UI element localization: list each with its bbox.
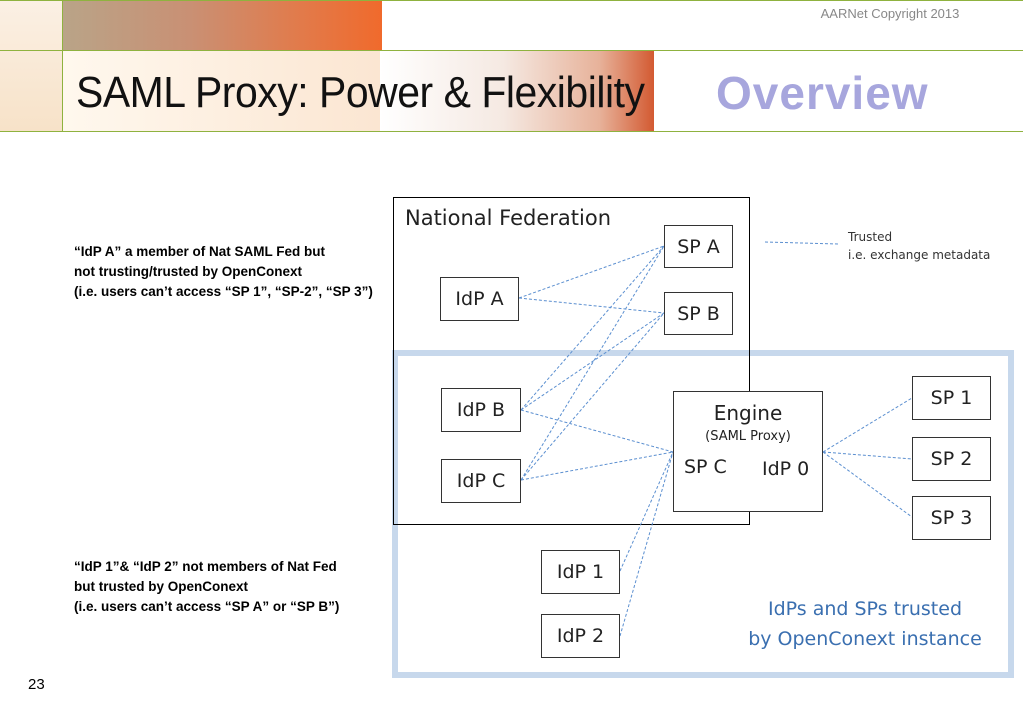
national-federation-label: National Federation: [405, 206, 612, 230]
opencontext-trust-zone: [392, 350, 1014, 678]
link-idp2-spc: [619, 451, 674, 637]
note-idp-1-2: “IdP 1”& “IdP 2” not members of Nat Fed …: [74, 557, 339, 617]
trust-zone-label-line-2: by OpenConext instance: [748, 628, 982, 650]
link-idpc-spa: [520, 245, 665, 481]
trust-zone-label: IdPs and SPs trusted by OpenConext insta…: [720, 594, 1010, 654]
link-idpb-spa: [520, 245, 665, 411]
node-sp-3: SP 3: [912, 496, 991, 540]
node-idp-c: IdP C: [441, 459, 521, 503]
trust-zone-label-line-1: IdPs and SPs trusted: [767, 598, 963, 620]
legend-line-1: Trusted: [848, 230, 893, 244]
node-idp-1: IdP 1: [541, 550, 620, 594]
node-sp-1: SP 1: [912, 376, 991, 420]
link-idp0-sp2: [822, 451, 913, 460]
note-idp-1-2-line-2: but trusted by OpenConext: [74, 579, 249, 594]
link-idpb-spb: [520, 312, 665, 411]
legend-line-2: i.e. exchange metadata: [848, 248, 991, 262]
legend: Trusted i.e. exchange metadata: [848, 228, 990, 264]
engine-title: Engine: [713, 401, 783, 425]
note-idp-a-line-1: “IdP A” a member of Nat SAML Fed but: [74, 244, 326, 259]
link-idp0-sp1: [822, 397, 913, 453]
slide-title: SAML Proxy: Power & Flexibility: [76, 68, 645, 117]
header-decoration-title-bg: [62, 50, 380, 132]
node-idp-2: IdP 2: [541, 614, 620, 658]
page-number: 23: [28, 676, 45, 693]
header-rule-top: [0, 0, 1023, 1]
link-idp0-sp3: [822, 451, 913, 518]
header-decoration-left: [0, 0, 62, 132]
link-idpc-spb: [520, 312, 665, 481]
header-rule-bottom: [0, 131, 1023, 132]
engine-subtitle: (SAML Proxy): [705, 429, 791, 444]
engine-idp-0: IdP 0: [762, 458, 810, 480]
note-idp-a: “IdP A” a member of Nat SAML Fed but not…: [74, 242, 373, 302]
link-idpa-spa: [518, 245, 665, 299]
note-idp-a-line-3: (i.e. users can’t access “SP 1”, “SP-2”,…: [74, 284, 373, 299]
copyright-text: AARNet Copyright 2013: [820, 6, 960, 21]
link-idpc-spc: [520, 451, 674, 481]
link-idpa-spb: [518, 297, 665, 314]
header-image-top: [62, 0, 382, 50]
header-rule-vertical: [62, 0, 63, 132]
header-image-bottom: [380, 50, 654, 132]
section-label: Overview: [716, 67, 929, 119]
node-sp-a: SP A: [664, 225, 733, 268]
node-sp-2: SP 2: [912, 437, 991, 481]
node-sp-b: SP B: [664, 292, 733, 335]
node-idp-b: IdP B: [441, 388, 521, 432]
note-idp-a-line-2: not trusting/trusted by OpenConext: [74, 264, 302, 279]
engine-sp-c: SP C: [684, 456, 727, 478]
link-idp1-spc: [619, 451, 674, 572]
national-federation-box: [393, 197, 750, 525]
legend-line: [764, 241, 839, 245]
note-idp-1-2-line-3: (i.e. users can’t access “SP A” or “SP B…: [74, 599, 340, 614]
note-idp-1-2-line-1: “IdP 1”& “IdP 2” not members of Nat Fed: [74, 559, 337, 574]
node-idp-a: IdP A: [440, 277, 519, 321]
link-idpb-spc: [520, 409, 674, 453]
engine-box: [673, 391, 823, 512]
header-rule-middle: [0, 50, 1023, 51]
